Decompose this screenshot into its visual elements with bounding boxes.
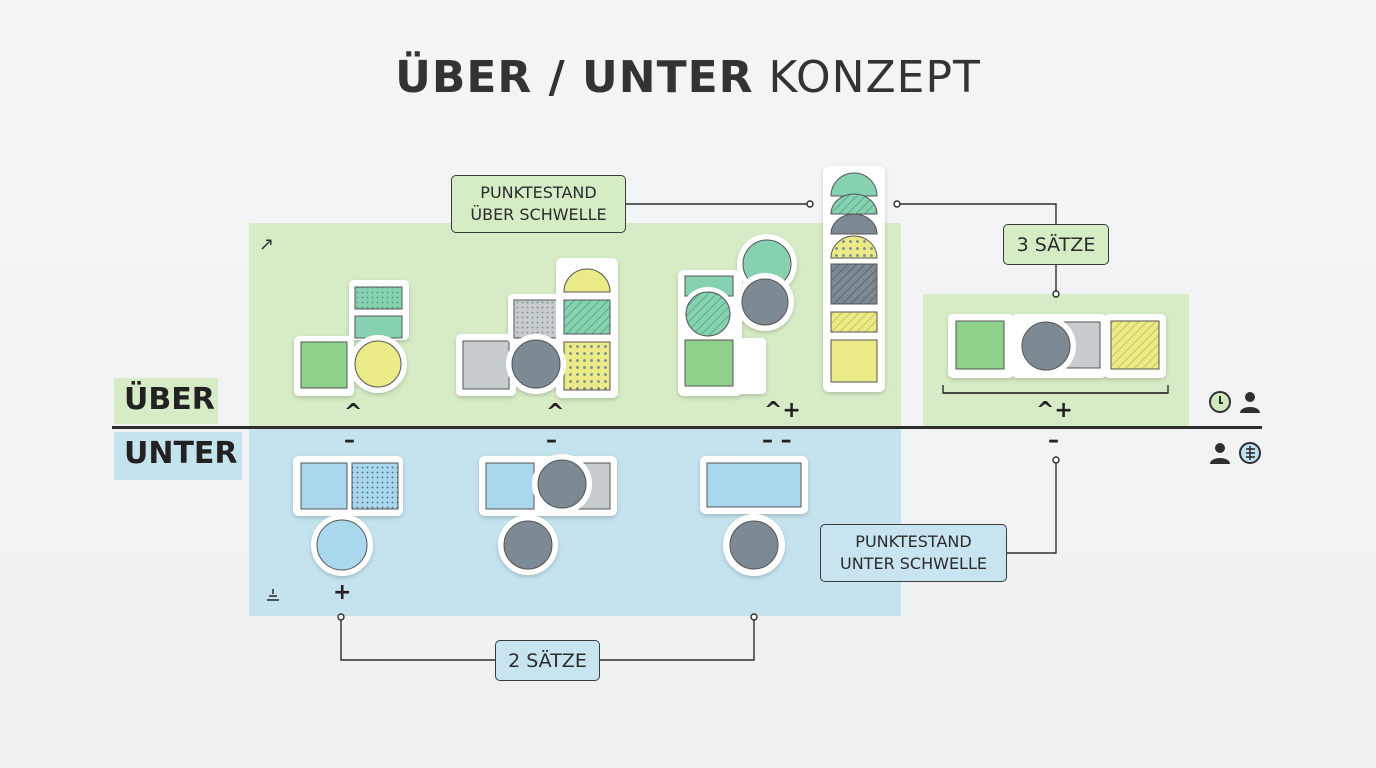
three-sets-group [948, 314, 1166, 378]
person-icon [1240, 392, 1260, 413]
under-symbol-3: – – [762, 428, 792, 453]
over-group-1 [294, 280, 409, 396]
callout-score-above-line2: ÜBER SCHWELLE [470, 205, 607, 224]
under-group-1 [293, 456, 403, 576]
over-group-4 [823, 166, 885, 392]
over-symbol-4: ^+ [1036, 398, 1073, 423]
callout-score-below-line2: UNTER SCHWELLE [840, 554, 987, 573]
callout-score-below: PUNKTESTAND UNTER SCHWELLE [820, 524, 1007, 582]
title-light: KONZEPT [768, 52, 981, 103]
tray-icon [267, 589, 279, 601]
clock-icon [1209, 391, 1231, 413]
callout-two-sets: 2 SÄTZE [495, 640, 600, 681]
under-symbol-4: – [1048, 428, 1059, 453]
under-plus-symbol: + [333, 580, 352, 605]
under-symbol-2: – [546, 428, 557, 453]
page-title: ÜBER / UNTER KONZEPT [0, 52, 1376, 103]
over-symbol-2: ^ [546, 400, 565, 425]
row-label-under: UNTER [114, 432, 242, 480]
row-label-over: ÜBER [114, 378, 218, 424]
under-symbol-1: – [344, 428, 355, 453]
callout-three-sets: 3 SÄTZE [1003, 224, 1109, 265]
under-group-3 [700, 456, 808, 576]
over-symbol-1: ^ [344, 400, 363, 425]
connector-lines [340, 203, 1169, 661]
person-icon [1210, 443, 1230, 464]
callout-score-above: PUNKTESTAND ÜBER SCHWELLE [451, 175, 626, 233]
under-group-2 [479, 454, 617, 575]
threshold-line [112, 426, 1262, 429]
callout-score-below-line1: PUNKTESTAND [855, 532, 972, 551]
arrow-up-right-icon: ↗ [259, 234, 275, 255]
document-icon [1239, 442, 1261, 464]
over-group-2 [456, 258, 618, 398]
over-group-3 [678, 234, 797, 396]
over-symbol-3: ^+ [764, 398, 801, 423]
callout-score-above-line1: PUNKTESTAND [480, 183, 597, 202]
title-bold: ÜBER / UNTER [395, 52, 754, 103]
